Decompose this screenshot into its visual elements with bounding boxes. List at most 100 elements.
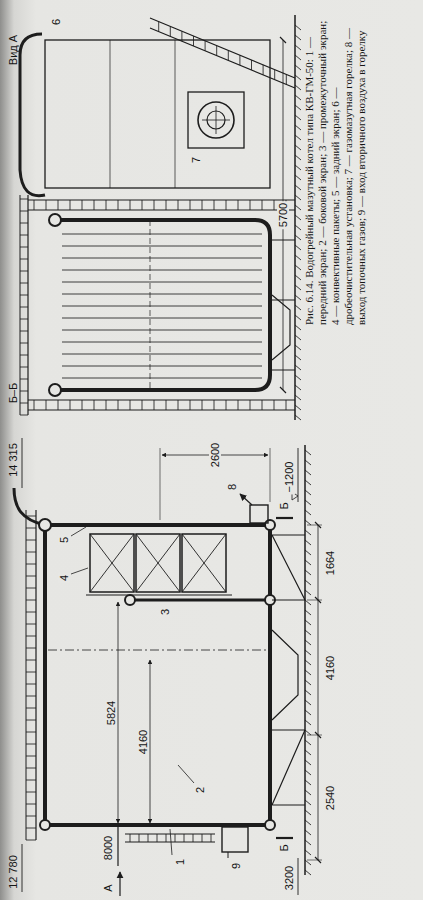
ground-hatch [305,860,311,865]
ground-hatch [295,185,301,190]
section-letter: Б [278,842,290,853]
ground-hatch [305,830,311,835]
callout-number: 6 [50,17,62,27]
railing-post [26,780,36,781]
ground-hatch [305,600,311,605]
column-rung [106,400,107,410]
railing-post [26,816,36,817]
railing-post [26,792,36,793]
railing-post [26,720,36,721]
stair-tread [251,60,252,70]
view-title: Вид А [7,33,19,67]
header-pipe [39,519,275,830]
gas-arrow [240,494,252,505]
ground-hatch [295,275,301,280]
intermediate-screen [130,599,270,602]
ground-hatch [295,45,301,50]
ground-hatch [295,215,301,220]
ground-hatch [295,175,301,180]
railing-post [26,648,36,649]
railing-post [20,247,28,248]
ground-hatch [305,810,311,815]
ground-hatch [295,235,301,240]
column-rung [202,400,203,410]
platform [117,827,118,866]
column-rung [166,200,167,210]
railing-post [20,331,28,332]
railing-post [20,295,28,296]
ground-hatch [295,75,301,80]
screen-tube [62,330,262,331]
dimension-text: 5824 [105,699,117,727]
ground-hatch [305,850,311,855]
section-title: Б–Б [7,381,19,406]
ground-hatch [305,870,311,875]
leader-line [178,765,194,783]
railing-post [26,828,36,829]
ground-hatch [295,245,301,250]
ground-hatch [305,690,311,695]
callout-number: 1 [174,857,186,867]
railing-post [20,235,28,236]
ground-hatch [305,610,311,615]
ground-hatch [305,730,311,735]
ground-hatch [295,335,301,340]
stair-tread [286,74,287,84]
ground-hatch [295,365,301,370]
screen-tube [62,378,262,379]
railing-post [20,223,28,224]
ground-hatch [295,105,301,110]
screen-tube [62,318,262,319]
stair-tread [228,50,229,60]
column-rung [130,200,131,210]
ground-hatch [305,790,311,795]
level-line [298,448,299,502]
stair-tread [239,55,240,65]
header-pipe [49,384,61,396]
column-rung [226,400,227,410]
column-rung [178,400,179,410]
ground-hatch [305,550,311,555]
railing-post [26,744,36,745]
column-rung [250,200,251,210]
column-rung [262,200,263,210]
stair-tread [193,36,194,46]
column-rung [178,200,179,210]
railing-post [20,379,28,380]
ground-hatch [305,450,311,455]
ground-hatch [295,155,301,160]
ground-hatch [295,135,301,140]
column-rung [46,400,47,410]
ground-hatch [305,500,311,505]
elevation-mark: 3200 [283,864,295,892]
column-rung [34,200,35,210]
column-rung [226,200,227,210]
ground-hatch [295,385,301,390]
ladder-rung [166,834,167,842]
railing-post [20,391,28,392]
pack-frame [86,595,232,596]
ash-hopper [272,295,290,360]
dimension-text: 2600 [209,441,221,469]
column-rung [190,400,191,410]
ground-hatch [305,650,311,655]
column-rung [118,200,119,210]
header-pipe [39,519,51,531]
section-view [20,15,295,420]
stair-tread [205,41,206,51]
column-rung [154,400,155,410]
railing-post [26,612,36,613]
railing-post [26,804,36,805]
column-rung [58,400,59,410]
column-rung [94,400,95,410]
callout-number: 5 [58,535,70,545]
ladder-rail [125,842,215,843]
ground-hatch [305,470,311,475]
railing-post [20,211,28,212]
railing-post [26,600,36,601]
column-rung [286,400,287,410]
railing-post [26,588,36,589]
ground-hatch [305,670,311,675]
ground-hatch [305,680,311,685]
stair-tread [216,46,217,56]
